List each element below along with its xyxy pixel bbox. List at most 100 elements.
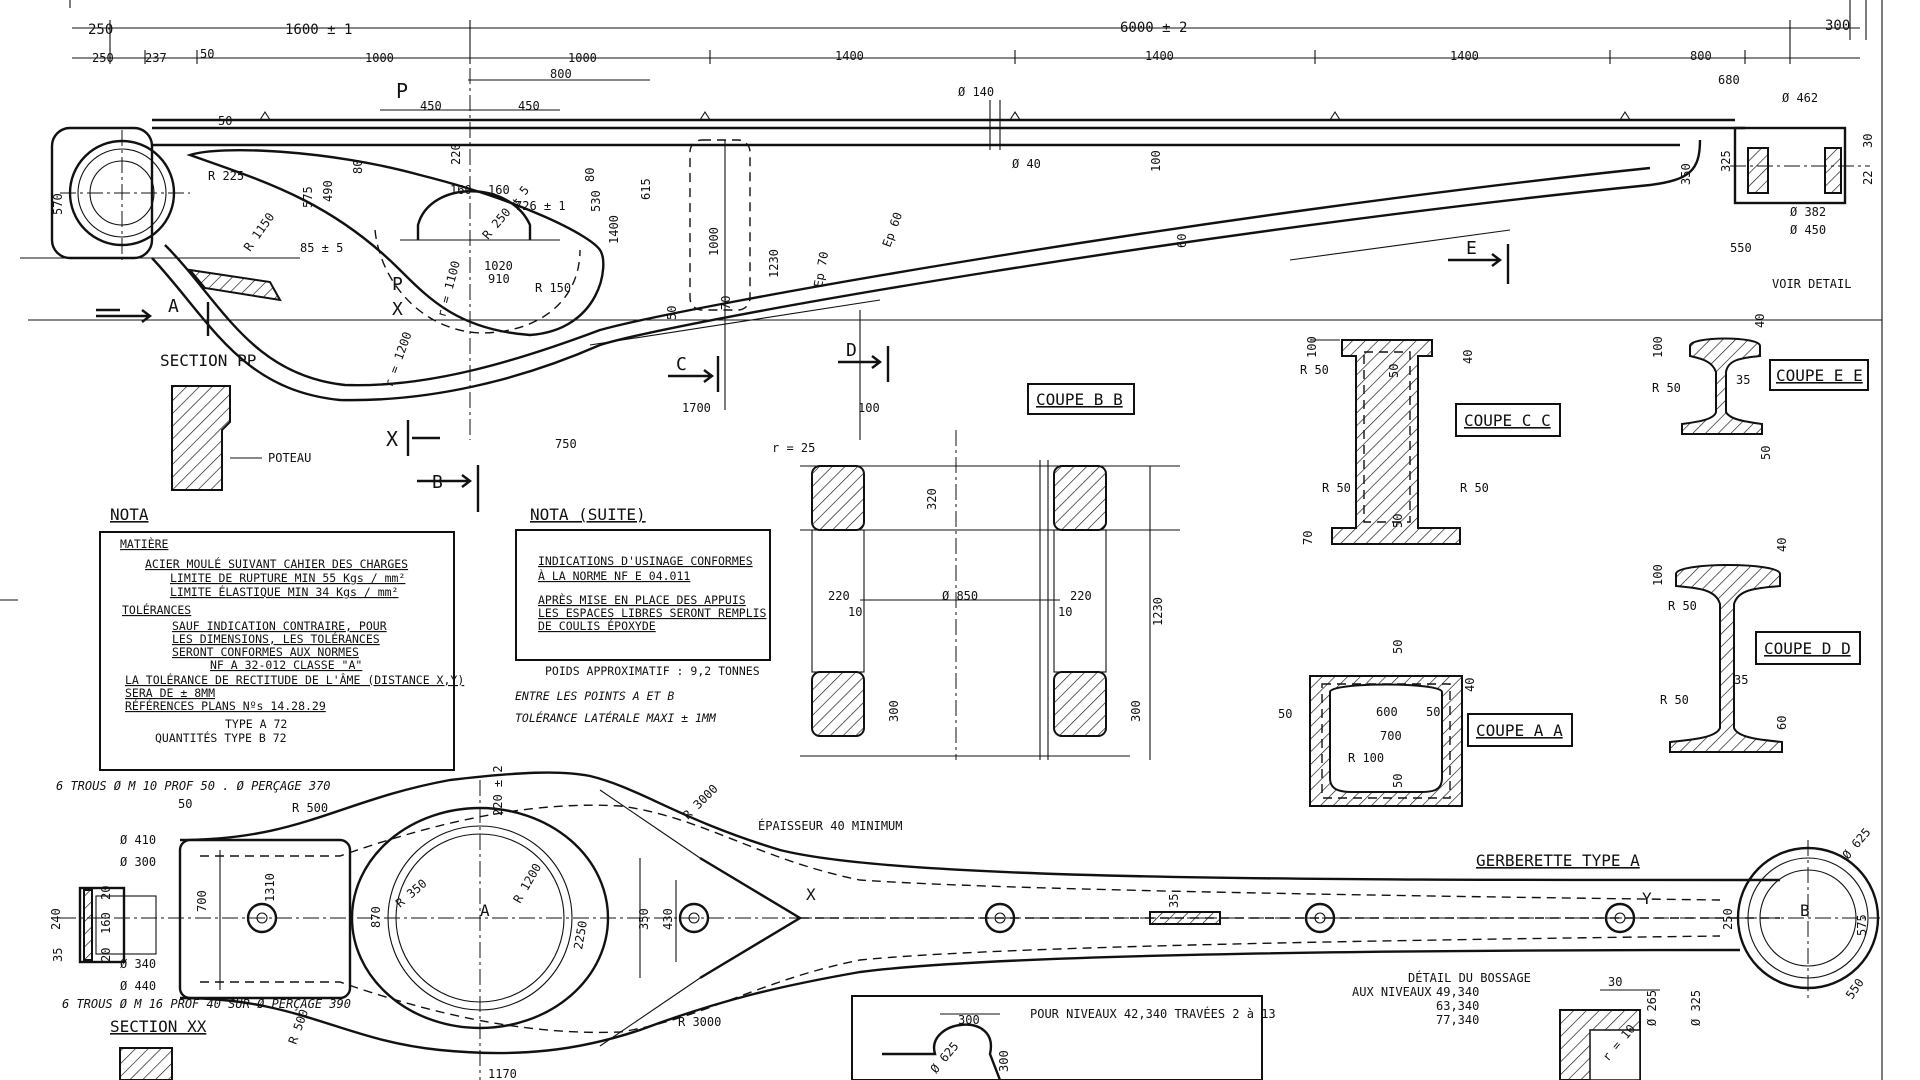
coupe-bb-300-a: 300: [887, 700, 901, 722]
dim-1000-vert: 1000: [707, 227, 721, 256]
dim-phi-40: Ø 40: [1012, 157, 1041, 171]
section-mark-c: C: [676, 354, 687, 375]
dim-50-web: 50: [665, 306, 679, 320]
coupe-cc-r50-c: R 50: [1460, 481, 1489, 495]
coupe-bb-1230: 1230: [1151, 597, 1165, 626]
pour-300-a: 300: [958, 1013, 980, 1027]
dim-6000: 6000 ± 2: [1120, 20, 1187, 36]
gerb-350: 350: [637, 908, 651, 930]
section-pp-title: SECTION PP: [160, 351, 256, 370]
nota-tol-4: NF A 32-012 CLASSE "A": [210, 658, 362, 672]
nota-line-1: ACIER MOULÉ SUIVANT CAHIER DES CHARGES: [145, 556, 408, 571]
nota-tol-3: SERONT CONFORMES AUX NORMES: [172, 645, 359, 659]
nota-line-3: LIMITE ÉLASTIQUE MIN 34 Kgs / mm²: [170, 584, 398, 599]
gerb-phi-340: Ø 340: [120, 957, 156, 971]
coupe-bb-220-b: 220: [1070, 589, 1092, 603]
coupe-cc-50-b: 50: [1391, 514, 1405, 528]
entre-points: ENTRE LES POINTS A ET B: [515, 689, 674, 703]
coupe-cc-100: 100: [1305, 336, 1319, 358]
coupe-bb-10-b: 10: [1058, 605, 1072, 619]
coupe-dd-40: 40: [1775, 538, 1789, 552]
dim-50-flange: 50: [218, 114, 232, 128]
dim-530: 530: [589, 190, 603, 212]
coupe-dd-35: 35: [1734, 673, 1748, 687]
gerb-r500-a: R 500: [292, 801, 328, 815]
poteau-label: POTEAU: [268, 451, 311, 465]
coupe-aa-50-a: 50: [1278, 707, 1292, 721]
pour-niveaux-drawing: [882, 1013, 1002, 1080]
gerb-700: 700: [195, 890, 209, 912]
dim-750: 750: [555, 437, 577, 451]
dim-100-b: 100: [858, 401, 880, 415]
dim-80-b: 80: [583, 168, 597, 182]
coupe-bb-r25: r = 25: [772, 441, 815, 455]
gerb-mark-x: X: [806, 885, 816, 904]
dim-615: 615: [639, 178, 653, 200]
coupe-bb-850: Ø 850: [942, 589, 978, 603]
dim-800-b: 800: [1690, 49, 1712, 63]
gerb-mark-y: Y: [1642, 889, 1652, 908]
coupe-aa-40: 40: [1463, 678, 1477, 692]
coupe-dd-drawing: [1669, 564, 1783, 753]
detail-niveaux: AUX NIVEAUX: [1352, 985, 1432, 999]
dim-1400-vert: 1400: [607, 215, 621, 244]
coupe-cc-title: COUPE C C: [1464, 411, 1551, 430]
coupe-aa-drawing: [1309, 675, 1463, 807]
nota-tol-1: SAUF INDICATION CONTRAIRE, POUR: [172, 619, 387, 633]
radius-150: R 150: [535, 281, 571, 295]
coupe-aa-50-c: 50: [1391, 640, 1405, 654]
coupe-dd-r50-a: R 50: [1668, 599, 1697, 613]
top-dimension-lines: [72, 20, 1860, 111]
coupe-aa-r100: R 100: [1348, 751, 1384, 765]
nota-box: [99, 531, 455, 771]
dim-1230-vert: 1230: [767, 249, 781, 278]
dim-450-b: 450: [518, 99, 540, 113]
ep-60: Ep 60: [880, 210, 906, 249]
dim-60-web: 60: [1175, 234, 1189, 248]
section-mark-a: A: [168, 296, 179, 317]
coupe-ee-title: COUPE E E: [1776, 366, 1863, 385]
gerb-2250: 2250: [571, 920, 590, 951]
pour-300-b: 300: [997, 1050, 1011, 1072]
gerb-575: 575: [1855, 914, 1869, 936]
gerb-240: 240: [49, 908, 63, 930]
dim-160-a: 160: [450, 183, 472, 197]
coupe-dd-title: COUPE D D: [1764, 639, 1851, 658]
dim-910: 910: [488, 272, 510, 286]
coupe-cc-r50-b: R 50: [1322, 481, 1351, 495]
dim-phi-382: Ø 382: [1790, 205, 1826, 219]
dim-450-a: 450: [420, 99, 442, 113]
coupe-aa-frame: [1467, 713, 1573, 747]
coupe-cc-50-a: 50: [1387, 364, 1401, 378]
pour-niveaux: POUR NIVEAUX 42,340 TRAVÉES 2 à 13: [1030, 1006, 1276, 1021]
coupe-ee-50: 50: [1759, 446, 1773, 460]
tolerance-laterale: TOLÉRANCE LATÉRALE MAXI ± 1MM: [515, 710, 717, 725]
dim-1400-b: 1400: [1145, 49, 1174, 63]
dim-1020: 1020: [484, 259, 513, 273]
nota-suite-line-1: INDICATIONS D'USINAGE CONFORMES: [538, 554, 753, 568]
section-mark-d: D: [846, 340, 857, 361]
nota-suite-line-3: APRÈS MISE EN PLACE DES APPUIS: [538, 592, 746, 607]
gerb-870: 870: [369, 906, 383, 928]
nota-rect-3: RÉFÉRENCES PLANS Nºs 14.28.29: [125, 698, 326, 713]
coupe-ee-35: 35: [1736, 373, 1750, 387]
section-mark-p-top: P: [396, 79, 408, 103]
coupe-bb-title: COUPE B B: [1036, 390, 1123, 409]
section-xx-profile: [119, 1047, 173, 1080]
nota-tolerances: TOLÉRANCES: [122, 602, 191, 617]
dim-1000-a: 1000: [365, 51, 394, 65]
coupe-dd-100: 100: [1651, 564, 1665, 586]
nota-type-b: QUANTITÉS TYPE B 72: [155, 730, 287, 745]
radius-1200: r = 1200: [382, 330, 415, 389]
coupe-cc-40: 40: [1461, 350, 1475, 364]
gerb-35-b: 35: [51, 948, 65, 962]
section-mark-p: P: [392, 274, 403, 295]
voir-detail-label: VOIR DETAIL: [1772, 277, 1851, 291]
coupe-bb-320: 320: [925, 488, 939, 510]
coupe-bb-220-a: 220: [828, 589, 850, 603]
dim-575: 575: [301, 186, 315, 208]
gerb-250: 250: [1721, 908, 1735, 930]
nota-tol-2: LES DIMENSIONS, LES TOLÉRANCES: [172, 631, 380, 646]
section-mark-x-low: X: [386, 427, 398, 451]
